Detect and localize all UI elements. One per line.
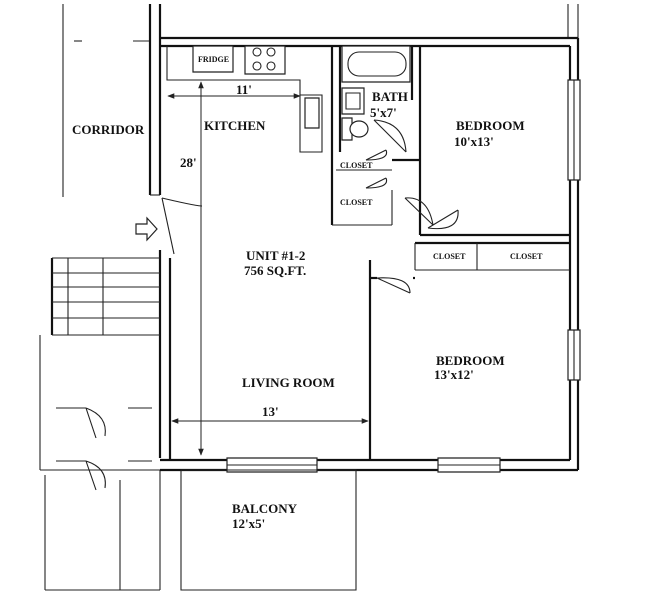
- kitchen-width-label: 11': [236, 82, 252, 97]
- closet-d-label: CLOSET: [510, 252, 543, 261]
- bedroom1-label: BEDROOM: [456, 118, 525, 133]
- bath-door[interactable]: [374, 120, 406, 152]
- interior-walls: [332, 46, 570, 460]
- kitchen-counters: [167, 46, 322, 152]
- living-room-label: LIVING ROOM: [242, 375, 335, 390]
- stove-icon: [245, 46, 285, 74]
- toilet-icon: [342, 118, 369, 140]
- living-width-label: 13': [262, 404, 279, 419]
- balcony: [181, 470, 356, 590]
- corridor-walls: [63, 4, 578, 197]
- vanity-icon: [342, 88, 364, 114]
- sink-icon: [305, 98, 319, 128]
- bedroom2-door[interactable]: [377, 278, 410, 293]
- bedroom1-door[interactable]: [405, 198, 433, 225]
- entry-arrow-icon: [136, 218, 157, 240]
- fridge-label: FRIDGE: [198, 55, 229, 64]
- bedroom1-size-label: 10'x13': [454, 134, 494, 149]
- balcony-size-label: 12'x5': [232, 516, 265, 531]
- windows: [227, 80, 580, 472]
- closet-a-door[interactable]: [366, 150, 387, 160]
- closet-c-label: CLOSET: [433, 252, 466, 261]
- unit-label: UNIT #1-2: [246, 248, 305, 263]
- stairwell: [40, 250, 160, 590]
- bedroom2-size-label: 13'x12': [434, 367, 474, 382]
- kitchen-label: KITCHEN: [204, 118, 266, 133]
- bathtub-icon: [342, 46, 410, 82]
- closet-b-label: CLOSET: [340, 198, 373, 207]
- closet-c-door[interactable]: [428, 210, 458, 229]
- area-label: 756 SQ.FT.: [244, 263, 306, 278]
- closet-b-door[interactable]: [366, 178, 387, 188]
- closet-a-label: CLOSET: [340, 161, 373, 170]
- bath-size-label: 5'x7': [370, 105, 397, 120]
- depth-label: 28': [180, 155, 197, 170]
- balcony-label: BALCONY: [232, 501, 298, 516]
- bedroom2-label: BEDROOM: [436, 353, 505, 368]
- fridge: [193, 46, 233, 72]
- entry-door[interactable]: [162, 198, 202, 254]
- bath-label: BATH: [372, 89, 408, 104]
- corridor-label: CORRIDOR: [72, 122, 145, 137]
